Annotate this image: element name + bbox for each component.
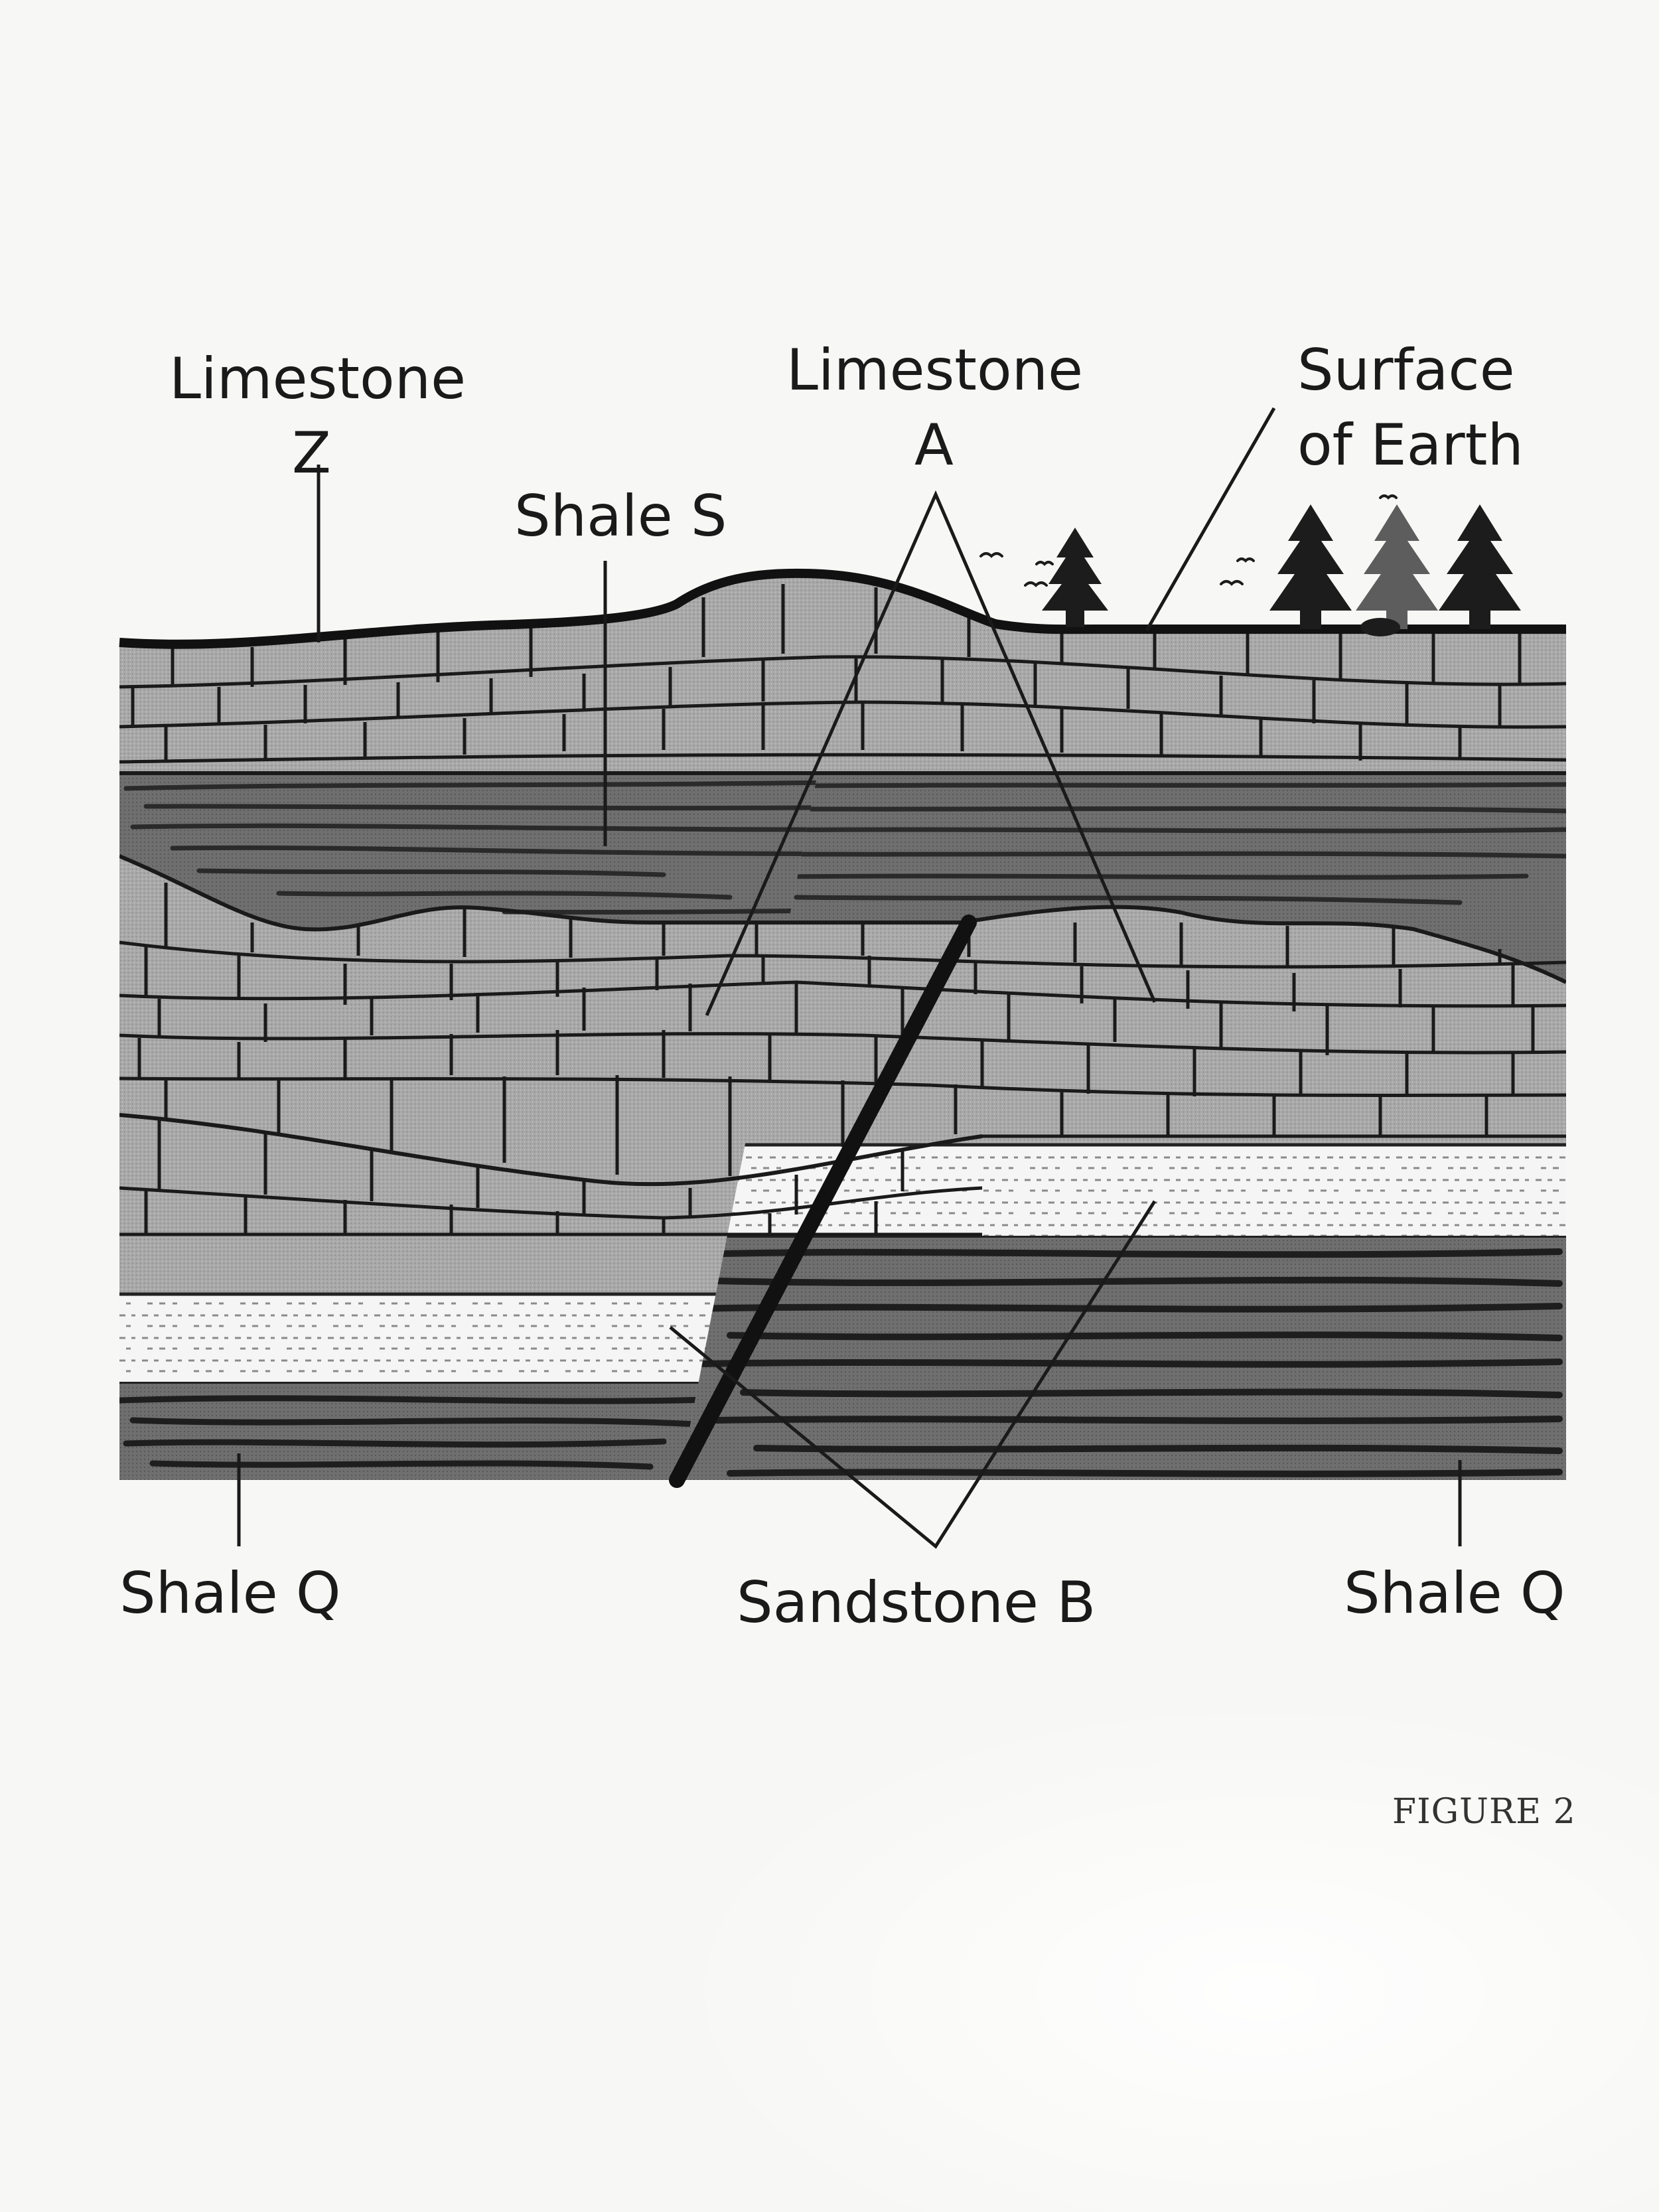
label-shale-s: Shale S — [514, 488, 727, 545]
label-surface-line1: Surface — [1297, 337, 1515, 404]
label-limestone-a-line1: Limestone — [786, 337, 1083, 404]
figure-caption-text: FIGURE 2 — [1392, 1792, 1576, 1832]
bird-icon — [1221, 581, 1242, 584]
label-shale-q-left-text: Shale Q — [119, 1560, 341, 1627]
label-shale-q-right-text: Shale Q — [1344, 1560, 1565, 1627]
bird-icon — [1380, 496, 1396, 498]
tree-icon — [1356, 504, 1438, 629]
label-shale-q-right: Shale Q — [1344, 1565, 1565, 1622]
bird-icon — [981, 553, 1002, 556]
tree-icon — [1439, 504, 1521, 629]
label-a: A — [914, 412, 954, 479]
label-shale-s-text: Shale S — [514, 483, 727, 550]
label-z: Z — [292, 420, 331, 486]
figure-caption: FIGURE 2 — [1392, 1792, 1576, 1832]
tree-icon — [1042, 528, 1108, 627]
label-limestone-a: Limestone — [786, 342, 1083, 399]
tree-icons — [1042, 504, 1521, 636]
bird-icon — [1025, 583, 1046, 585]
label-shale-q-left: Shale Q — [119, 1565, 341, 1622]
label-surface-of-earth: Surface — [1297, 342, 1515, 399]
label-limestone-z-line1: Limestone — [169, 346, 466, 412]
label-limestone-z-letter: Z — [292, 425, 331, 482]
label-sandstone-b: Sandstone B — [737, 1574, 1096, 1631]
bird-icon — [1037, 562, 1052, 564]
label-sandstone-b-text: Sandstone B — [737, 1570, 1096, 1636]
label-limestone-z: Limestone — [169, 350, 466, 407]
tree-icon — [1269, 504, 1352, 629]
bird-icon — [1238, 559, 1254, 561]
label-limestone-a-letter: A — [914, 417, 954, 474]
label-surface-line2: of Earth — [1297, 412, 1524, 479]
label-surface-of-earth-2: of Earth — [1297, 417, 1524, 474]
